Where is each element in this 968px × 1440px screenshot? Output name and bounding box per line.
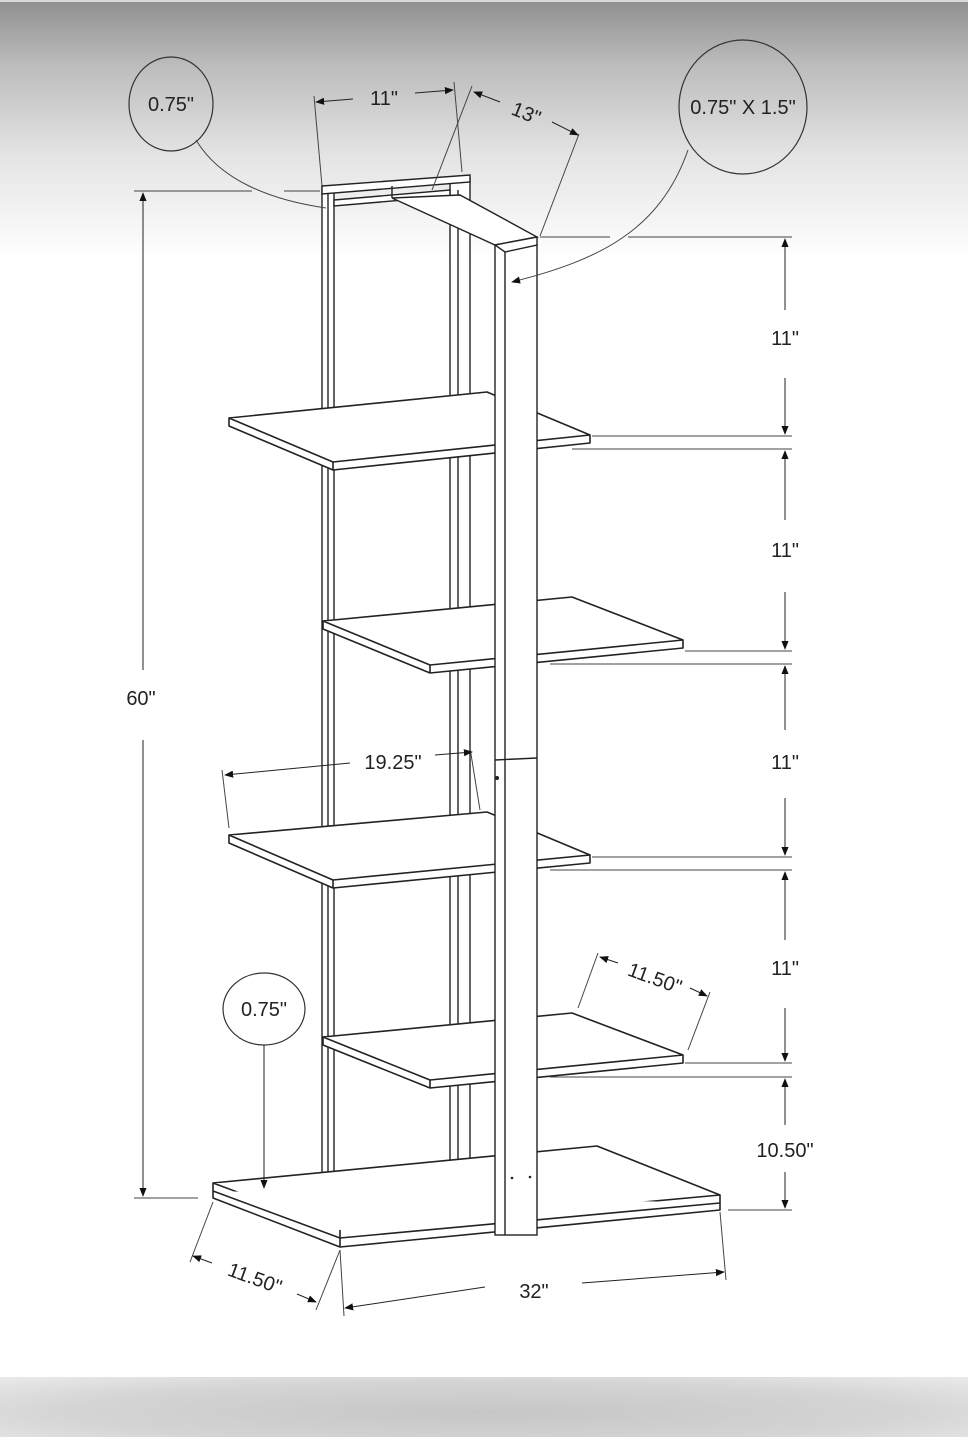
callout-front-post: 0.75" X 1.5" xyxy=(511,39,808,284)
svg-text:11.50": 11.50" xyxy=(225,1259,285,1299)
dim-shelf-width: 19.25" xyxy=(221,747,481,829)
base-shelf xyxy=(212,1145,721,1248)
svg-text:11.50": 11.50" xyxy=(625,959,685,999)
callout-base-thickness: 0.75" xyxy=(222,972,306,1189)
svg-text:11": 11" xyxy=(771,752,799,774)
callout-label: 0.75" X 1.5" xyxy=(690,97,795,119)
dim-top-width: 11" xyxy=(313,81,463,187)
svg-text:32": 32" xyxy=(519,1281,548,1303)
svg-text:10.50": 10.50" xyxy=(756,1140,813,1162)
svg-text:13": 13" xyxy=(508,98,543,129)
front-post xyxy=(391,194,540,1236)
callout-top-thickness: 0.75" xyxy=(128,56,327,209)
svg-text:60": 60" xyxy=(126,688,155,710)
svg-text:11": 11" xyxy=(370,88,398,110)
dim-spacing: 11" 11" 11" 11" 10.50" xyxy=(540,236,814,1211)
svg-text:11": 11" xyxy=(771,328,799,350)
svg-text:11": 11" xyxy=(771,958,799,980)
svg-text:11": 11" xyxy=(771,540,799,562)
top-edge xyxy=(0,0,968,2)
bottom-band xyxy=(0,1377,968,1437)
svg-text:19.25": 19.25" xyxy=(364,752,421,774)
dim-overall-height: 60" xyxy=(126,190,320,1199)
callout-label: 0.75" xyxy=(241,999,287,1021)
dim-base-width: 32" xyxy=(339,1211,727,1317)
callout-label: 0.75" xyxy=(148,94,194,116)
